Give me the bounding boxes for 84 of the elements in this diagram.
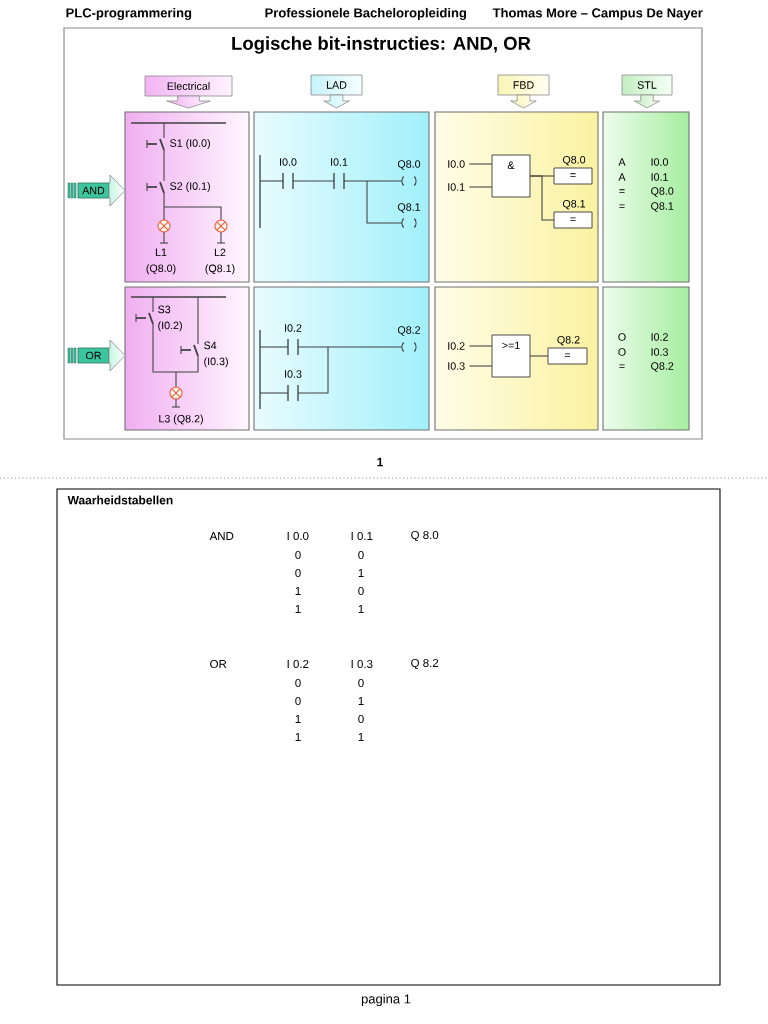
- output-block: =: [547, 347, 588, 365]
- operator-text: =: [619, 189, 625, 193]
- truth-value: 0: [295, 696, 301, 706]
- operator-text: A: [618, 173, 626, 181]
- block-arrow: [510, 94, 537, 109]
- gate-name: AND: [209, 532, 234, 540]
- input-label: I0.2: [448, 342, 465, 350]
- connector-line: [468, 163, 493, 165]
- truth-value: 0: [358, 550, 364, 560]
- switch-label: S1 (I0.0): [170, 139, 210, 149]
- row-tag: OR: [67, 347, 110, 364]
- switch-label: S2 (I0.1): [170, 182, 210, 192]
- operator-text: O: [618, 348, 626, 356]
- operand-text: Q8.2: [651, 362, 674, 372]
- output-block: =: [553, 167, 593, 185]
- block-arrow: [634, 94, 660, 109]
- truth-value: 1: [295, 733, 301, 741]
- operand-text: Q8.0: [651, 187, 674, 197]
- header-text: Professionele Bacheloropleiding: [265, 7, 466, 21]
- gate-name: OR: [210, 659, 227, 669]
- input-label: I0.1: [448, 183, 465, 191]
- operator-text: =: [619, 204, 625, 208]
- truth-value: 0: [358, 586, 364, 596]
- output-block: =: [553, 211, 593, 229]
- operand-text: I0.0: [651, 158, 668, 166]
- operator-text: O: [618, 333, 626, 341]
- logic-block: &: [491, 154, 531, 198]
- logic-block: >=1: [491, 334, 531, 378]
- truth-value: 0: [295, 550, 301, 560]
- block-arrow: [323, 94, 350, 109]
- truth-value: 0: [358, 678, 364, 688]
- lamp-label: L1 (Q8.0): [146, 248, 176, 275]
- operand-text: I0.3: [651, 348, 668, 356]
- header-text: PLC-programmering: [66, 7, 192, 21]
- header-text: Thomas More – Campus De Nayer: [492, 7, 703, 21]
- coil-label: Q8.2: [397, 326, 421, 336]
- contact-label: I0.2: [285, 324, 302, 332]
- block-arrow: [108, 339, 126, 372]
- row-tag: AND: [67, 182, 110, 199]
- output-label: Q8.2: [557, 335, 580, 346]
- truth-value: 1: [358, 605, 364, 613]
- output-label: Q8.1: [562, 199, 586, 210]
- truth-value: 1: [358, 697, 364, 705]
- connector-line: [529, 175, 555, 221]
- truth-value: 0: [358, 714, 364, 724]
- output-label: Q8.0: [562, 155, 586, 166]
- input-label: I0.0: [448, 160, 465, 168]
- truth-value: 1: [358, 569, 364, 577]
- connector-line: [468, 365, 493, 367]
- coil-label: Q8.0: [397, 160, 421, 170]
- operand-text: I0.1: [651, 173, 668, 181]
- operand-text: Q8.1: [651, 202, 674, 212]
- lamp-label: L3 (Q8.2): [159, 414, 203, 425]
- column-heading: I 0.2: [287, 659, 309, 669]
- column-heading: I 0.3: [351, 659, 373, 669]
- contact-label: I0.0: [280, 158, 297, 166]
- slide-title: Logische bit-instructies: AND, OR: [232, 36, 531, 54]
- connector-line: [529, 355, 549, 357]
- lamp-label: L2 (Q8.1): [205, 248, 235, 275]
- operator-text: A: [618, 158, 626, 166]
- slide-number: 1: [377, 457, 383, 467]
- truth-value: 0: [295, 678, 301, 688]
- column-heading: I 0.1: [351, 531, 373, 541]
- truth-value: 1: [295, 715, 301, 723]
- switch-label: S3 (I0.2): [158, 305, 182, 332]
- connector-line: [468, 186, 493, 188]
- truth-value: 1: [295, 605, 301, 613]
- contact-label: I0.3: [285, 370, 302, 378]
- block-arrow: [166, 95, 211, 109]
- switch-label: S4 (I0.3): [204, 341, 228, 368]
- coil-label: Q8.1: [397, 203, 421, 213]
- contact-label: I0.1: [331, 158, 348, 166]
- truth-value: 1: [358, 733, 364, 741]
- operator-text: =: [619, 364, 625, 368]
- column-heading: Q 8.2: [411, 658, 439, 670]
- table-heading: Waarheidstabellen: [67, 495, 173, 505]
- column-heading: Q 8.0: [411, 530, 439, 542]
- operand-text: I0.2: [651, 333, 668, 341]
- connector-line: [468, 345, 493, 347]
- truth-value: 0: [295, 568, 301, 578]
- block-arrow: [108, 174, 126, 207]
- input-label: I0.3: [448, 362, 465, 370]
- column-heading: I 0.0: [287, 531, 309, 541]
- truth-value: 1: [295, 587, 301, 595]
